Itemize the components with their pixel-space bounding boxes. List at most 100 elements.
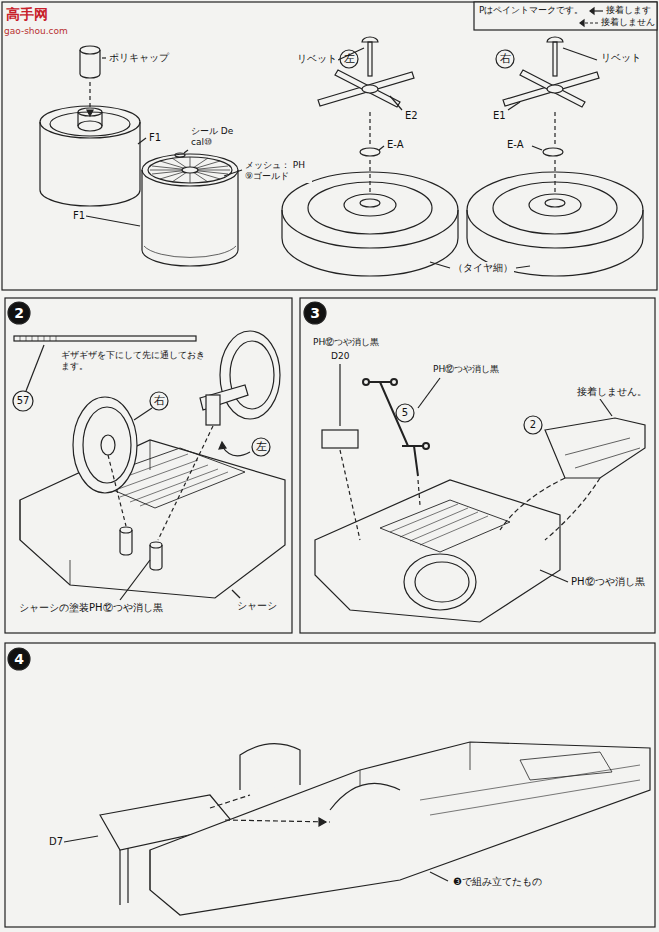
dashed-arrow [369, 112, 370, 145]
part-e2 [318, 70, 414, 107]
instruction-note: ❸で組み立てたもの [452, 876, 543, 889]
callout-number: 右 [496, 50, 514, 68]
leader-line [379, 146, 384, 150]
instruction-note: 接着しません。 [576, 386, 648, 399]
dashed-line [210, 795, 330, 822]
leader-line [532, 146, 542, 150]
step-number: 2 [8, 302, 30, 324]
callout-circle [150, 392, 168, 410]
callout-number: 右 [150, 392, 168, 410]
part-e1 [503, 70, 599, 107]
callout-number: 2 [524, 416, 542, 434]
washer-ea [360, 148, 380, 156]
part-name: リベット [296, 53, 338, 66]
paint-note: PH⑫つや消し黒 [570, 576, 646, 589]
wheel-f1-mesh [142, 154, 238, 266]
instruction-note: ギザギザを下にして先に通しておきます。 [60, 350, 210, 373]
watermark: 高手网 [6, 6, 48, 24]
panel-frame [300, 298, 655, 633]
leader-line [540, 570, 568, 582]
leader-line [508, 102, 520, 110]
part-number: E1 [492, 110, 507, 123]
step-number: 3 [304, 302, 326, 324]
arrow-head [219, 442, 226, 449]
leader-line [339, 364, 340, 426]
leader-line [64, 836, 98, 842]
post [120, 527, 162, 570]
polycap [80, 46, 100, 78]
axle-57 [14, 336, 196, 341]
dashed-arrow [554, 160, 555, 192]
leader-line [134, 408, 152, 420]
dashed-line [108, 455, 126, 526]
leader-line [600, 399, 612, 416]
dashed-line [500, 478, 600, 540]
part-5 [363, 379, 429, 476]
arrow-head [580, 20, 584, 26]
part-number: D20 [330, 351, 350, 362]
leader-line [430, 872, 448, 881]
leader-line [224, 170, 242, 176]
decal [175, 153, 185, 157]
step-number: 4 [8, 648, 30, 670]
dashed-arrow [554, 112, 555, 145]
wheel-left [200, 331, 280, 425]
paint-note: シャーシの塗装PH⑫つや消し黒 [18, 602, 164, 615]
dashed-line [340, 450, 360, 540]
rivet-left [362, 37, 378, 76]
arrow-head [319, 818, 326, 826]
arrow-head [87, 110, 93, 116]
callout-circle [396, 404, 414, 422]
part-d20 [322, 430, 358, 448]
part-name: リベット [600, 52, 642, 65]
header-box [474, 2, 657, 30]
step-badge [304, 302, 326, 324]
paint-note: PH⑫つや消し黒 [312, 337, 380, 348]
chassis [20, 440, 285, 598]
tire-right [467, 172, 643, 276]
dashed-line [158, 426, 213, 540]
leader-line [430, 262, 450, 268]
wheel-f1 [40, 106, 140, 206]
part-number: E-A [386, 139, 405, 152]
callout-circle [252, 438, 270, 456]
panel-frame [5, 298, 292, 633]
washer-ea [543, 148, 563, 156]
callout-number: 57 [13, 391, 33, 411]
callout-circle [13, 391, 33, 411]
panel-frame [5, 643, 655, 927]
panel-frame [2, 2, 657, 290]
leader-line [390, 96, 402, 110]
leader-line [120, 560, 150, 600]
part-number: F1 [148, 132, 162, 145]
leader-line [86, 216, 140, 226]
leader-line [563, 48, 597, 60]
legend-note: Pはペイントマークです。 [478, 5, 584, 16]
dashed-line [418, 480, 420, 505]
leader-line [418, 378, 440, 408]
callout-circle [524, 416, 542, 434]
chassis [150, 742, 650, 915]
leader-line [516, 266, 530, 268]
leader-line [232, 590, 240, 598]
part-number: E2 [404, 110, 419, 123]
leader-line [184, 150, 188, 153]
callout-number: 5 [396, 404, 414, 422]
step-badge [8, 648, 30, 670]
part-2-arm [545, 418, 645, 478]
wheel-right [73, 397, 137, 493]
legend-note: 接着します [605, 5, 652, 16]
tire-left [282, 172, 458, 276]
paint-note: メッシュ： PH⑨ゴールド [244, 160, 312, 183]
part-number: E-A [506, 139, 525, 152]
rivet-right [547, 37, 563, 76]
decal-note: シール Decal⑩ [190, 126, 236, 149]
leader-line [138, 138, 146, 144]
legend-note: 接着しません [600, 17, 656, 28]
callout-number: 左 [252, 438, 270, 456]
part-note: （タイヤ細） [452, 262, 514, 275]
part-number: D7 [48, 836, 64, 849]
paint-note: PH⑫つや消し黒 [432, 364, 500, 375]
